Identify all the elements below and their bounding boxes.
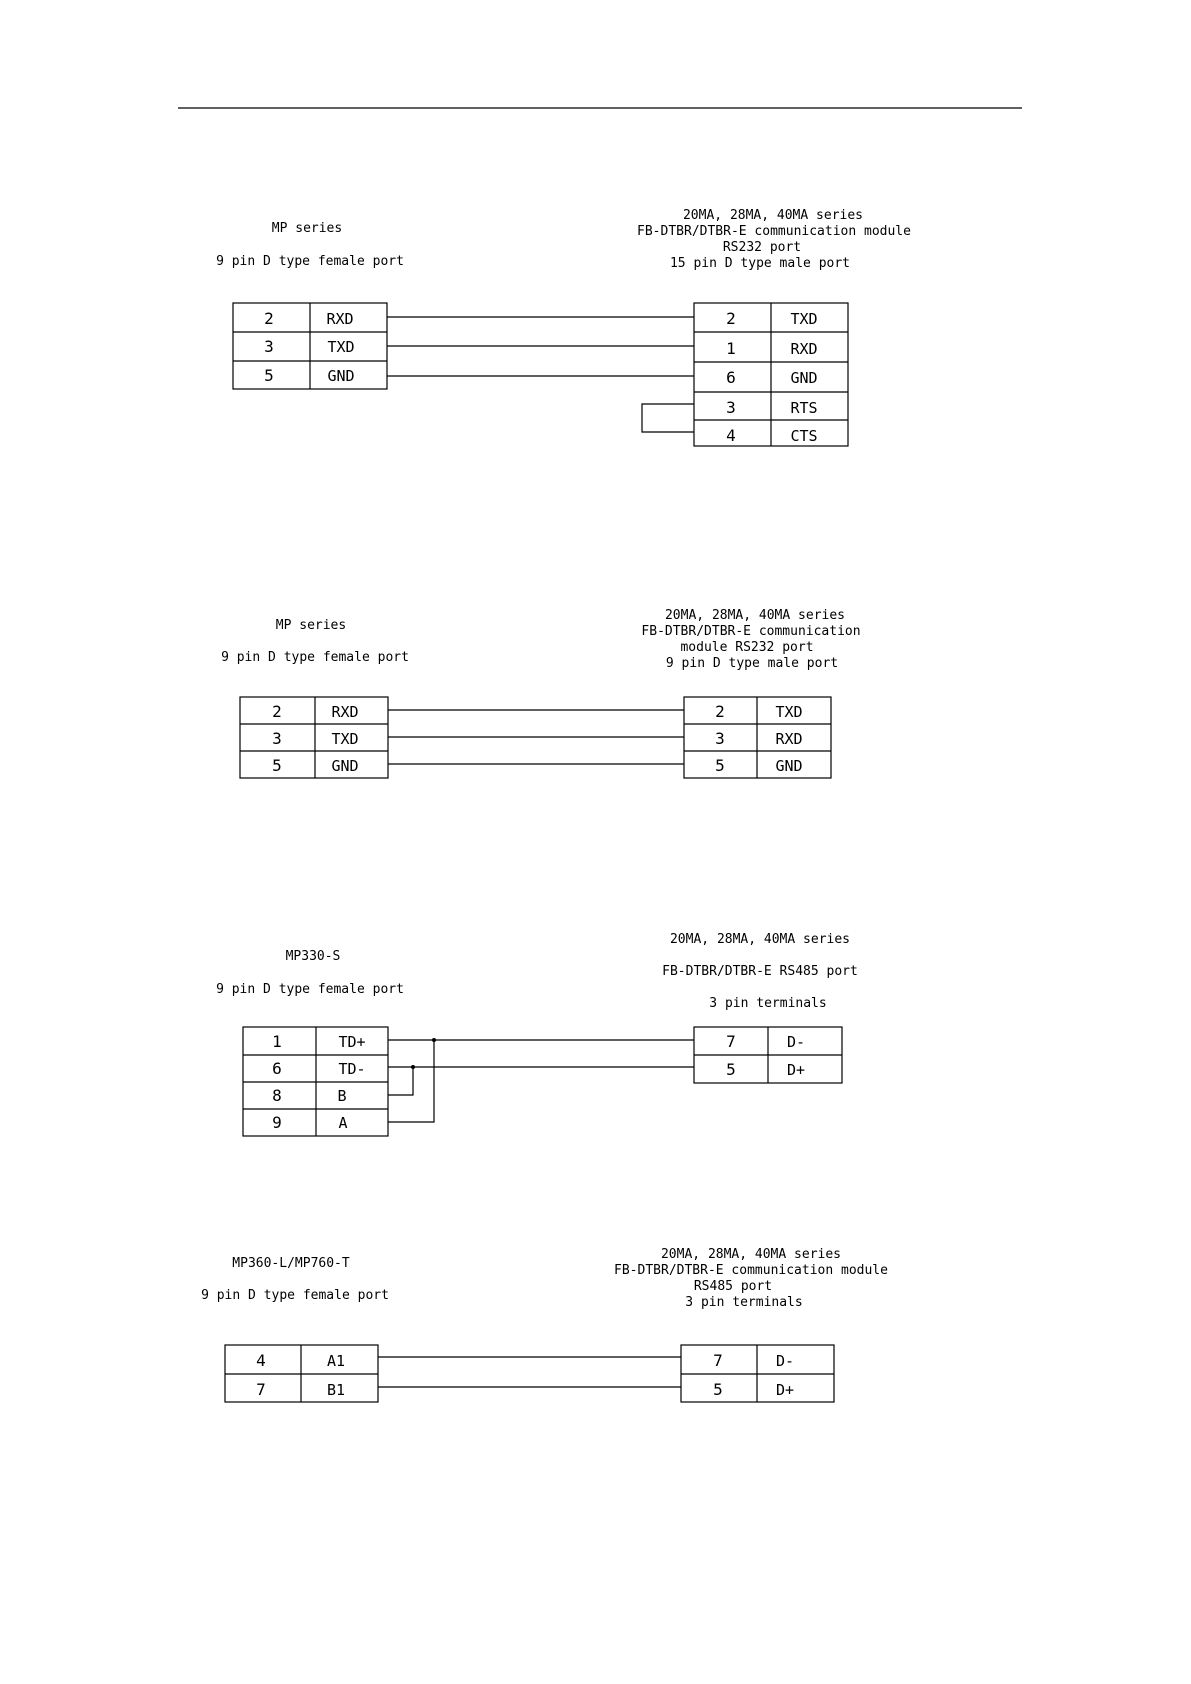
pin-signal: B <box>337 1087 346 1105</box>
d3-right-title-line: FB-DTBR/DTBR-E RS485 port <box>662 964 858 979</box>
diagram-4: MP360-L/MP760-T 9 pin D type female port… <box>201 1247 888 1403</box>
pin-signal: RXD <box>775 730 802 748</box>
pin-number: 5 <box>726 1060 736 1079</box>
d4-right-title-line: 20MA, 28MA, 40MA series <box>661 1247 841 1262</box>
d2-wires <box>388 709 684 765</box>
rts-cts-loop <box>641 403 694 433</box>
pin-signal: TXD <box>790 310 817 328</box>
pin-signal: A <box>338 1114 347 1132</box>
pin-signal: D- <box>776 1352 794 1370</box>
d1-right-title-line: FB-DTBR/DTBR-E communication module <box>637 224 911 239</box>
d1-left-connector-table: 2 RXD 3 TXD 5 GND <box>232 302 388 390</box>
pin-signal: GND <box>331 757 358 775</box>
pin-signal: A1 <box>327 1352 345 1370</box>
d4-right-title-line: 3 pin terminals <box>685 1295 802 1310</box>
pin-number: 2 <box>726 309 736 328</box>
pin-number: 1 <box>272 1032 282 1051</box>
pin-signal: RXD <box>326 310 353 328</box>
d2-right-title-line: FB-DTBR/DTBR-E communication <box>641 624 860 639</box>
pin-number: 8 <box>272 1086 282 1105</box>
d3-wires <box>388 1038 694 1123</box>
pin-number: 3 <box>272 729 282 748</box>
pin-signal: CTS <box>790 427 817 445</box>
diagram-3: MP330-S 9 pin D type female port 20MA, 2… <box>216 932 858 1137</box>
d4-left-connector-table: 4 A1 7 B1 <box>224 1344 379 1403</box>
pin-number: 3 <box>726 398 736 417</box>
pin-number: 7 <box>726 1032 736 1051</box>
pin-number: 9 <box>272 1113 282 1132</box>
pin-number: 4 <box>256 1351 266 1370</box>
b-jumper-wire <box>388 1067 414 1096</box>
pin-number: 2 <box>272 702 282 721</box>
d1-left-title-line: 9 pin D type female port <box>216 254 404 269</box>
pin-number: 7 <box>713 1351 723 1370</box>
junction-dot <box>432 1038 436 1042</box>
d2-left-title-line: MP series <box>276 618 346 633</box>
pin-signal: D- <box>787 1033 805 1051</box>
pin-signal: TXD <box>775 703 802 721</box>
pin-number: 5 <box>715 756 725 775</box>
a-jumper-wire <box>388 1040 435 1123</box>
d1-left-title-line: MP series <box>272 221 342 236</box>
pin-number: 5 <box>713 1380 723 1399</box>
d2-right-title-line: module RS232 port <box>680 640 813 655</box>
pin-signal: TXD <box>331 730 358 748</box>
pin-number: 2 <box>715 702 725 721</box>
d1-wires <box>387 316 694 433</box>
pin-signal: GND <box>327 367 354 385</box>
d2-right-connector-table: 2 TXD 3 RXD 5 GND <box>683 696 832 779</box>
d2-left-title-line: 9 pin D type female port <box>221 650 409 665</box>
diagram-1: MP series 9 pin D type female port 20MA,… <box>216 208 911 447</box>
d3-right-title-line: 3 pin terminals <box>709 996 826 1011</box>
pin-number: 5 <box>272 756 282 775</box>
d3-left-connector-table: 1 TD+ 6 TD- 8 B 9 A <box>242 1026 389 1137</box>
pin-number: 3 <box>264 337 274 356</box>
pin-signal: RXD <box>790 340 817 358</box>
pin-signal: B1 <box>327 1381 345 1399</box>
pin-signal: TD+ <box>338 1033 365 1051</box>
pin-signal: RXD <box>331 703 358 721</box>
d4-right-title-line: FB-DTBR/DTBR-E communication module <box>614 1263 888 1278</box>
pin-number: 6 <box>726 368 736 387</box>
pin-number: 7 <box>256 1380 266 1399</box>
pin-signal: TD- <box>338 1060 365 1078</box>
pin-signal: TXD <box>327 338 354 356</box>
pin-number: 6 <box>272 1059 282 1078</box>
d2-right-title-line: 9 pin D type male port <box>666 656 838 671</box>
d3-right-title-line: 20MA, 28MA, 40MA series <box>670 932 850 947</box>
d1-right-title-line: 15 pin D type male port <box>670 256 850 271</box>
pin-number: 2 <box>264 309 274 328</box>
d2-right-title-line: 20MA, 28MA, 40MA series <box>665 608 845 623</box>
d4-left-title-line: 9 pin D type female port <box>201 1288 389 1303</box>
diagram-2: MP series 9 pin D type female port 20MA,… <box>221 608 861 779</box>
d4-right-title-line: RS485 port <box>694 1279 772 1294</box>
d2-left-connector-table: 2 RXD 3 TXD 5 GND <box>239 696 389 779</box>
d3-right-connector-table: 7 D- 5 D+ <box>693 1026 843 1084</box>
pin-signal: GND <box>790 369 817 387</box>
d3-left-title-line: MP330-S <box>286 949 341 964</box>
pin-number: 4 <box>726 426 736 445</box>
pin-signal: RTS <box>790 399 817 417</box>
pin-number: 1 <box>726 339 736 358</box>
junction-dot <box>411 1065 415 1069</box>
d1-right-connector-table: 2 TXD 1 RXD 6 GND 3 RTS 4 CTS <box>693 302 849 447</box>
pin-number: 5 <box>264 366 274 385</box>
pin-signal: GND <box>775 757 802 775</box>
d1-right-title-line: 20MA, 28MA, 40MA series <box>683 208 863 223</box>
pin-signal: D+ <box>787 1061 805 1079</box>
d4-left-title-line: MP360-L/MP760-T <box>232 1256 350 1271</box>
d3-left-title-line: 9 pin D type female port <box>216 982 404 997</box>
pin-number: 3 <box>715 729 725 748</box>
pin-signal: D+ <box>776 1381 794 1399</box>
d1-right-title-line: RS232 port <box>723 240 801 255</box>
d4-wires <box>378 1356 681 1388</box>
d4-right-connector-table: 7 D- 5 D+ <box>680 1344 835 1403</box>
